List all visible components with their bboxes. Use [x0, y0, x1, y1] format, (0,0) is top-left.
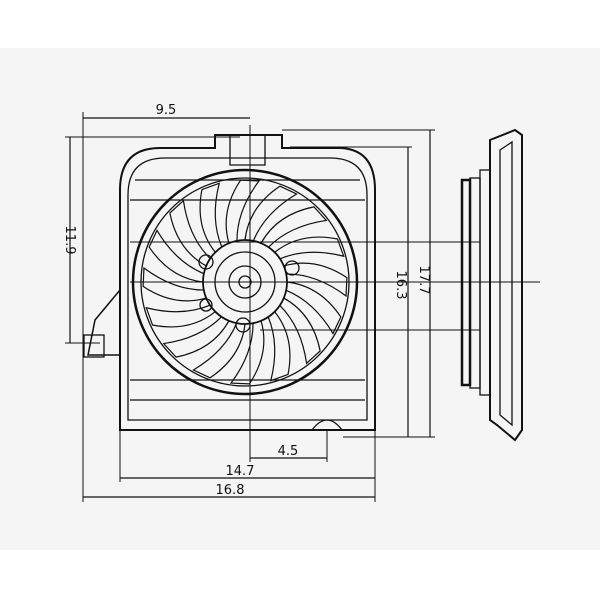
fan-blade: [274, 236, 345, 260]
fan-blade: [199, 182, 223, 253]
dim-width-outer: 16.8: [216, 483, 245, 498]
dim-height-inner: 16.3: [393, 271, 408, 300]
fan-side-view: [460, 128, 523, 442]
fan-blade: [162, 316, 230, 358]
fan-blade: [279, 297, 321, 365]
fan-blade: [229, 320, 265, 385]
fan-blade: [285, 281, 342, 335]
fan-blade: [267, 311, 291, 382]
fan-blade: [142, 266, 207, 302]
dim-width-inner: 14.7: [226, 464, 255, 479]
fan-blade: [260, 206, 328, 248]
dim-top-width: 9.5: [156, 103, 177, 118]
fan-blade: [145, 304, 216, 328]
dimension-lines: [69, 117, 431, 498]
dim-height-outer: 17.7: [416, 266, 431, 295]
fan-blade: [169, 199, 211, 267]
fan-blade: [283, 262, 348, 298]
dim-offset-bottom: 4.5: [278, 444, 299, 459]
fan-blade: [148, 229, 205, 283]
extension-lines: [65, 112, 540, 502]
fan-blade: [192, 322, 246, 379]
dim-left-height: 11.9: [62, 226, 77, 255]
